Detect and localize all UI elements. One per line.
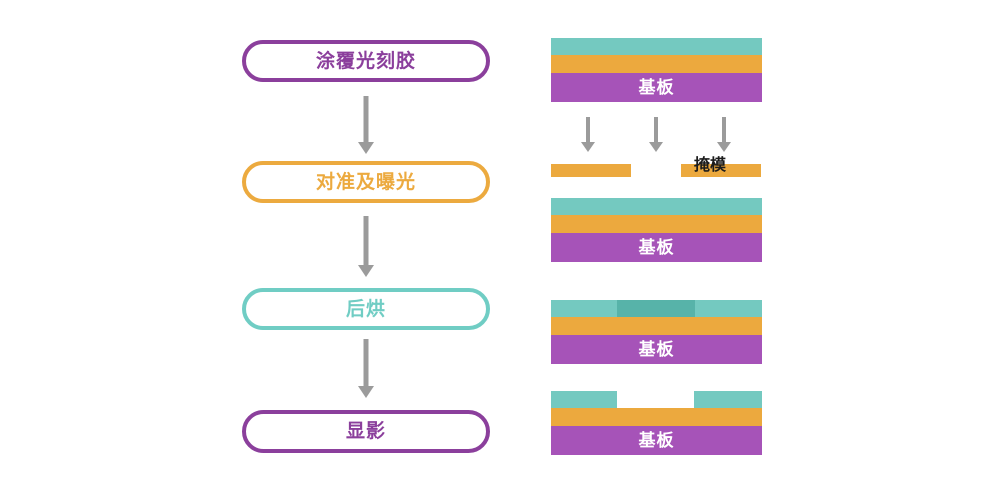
substrate-layer: 基板 (551, 73, 762, 102)
photoresist-segment-right (694, 391, 762, 408)
exposure-arrow-down-icon (716, 117, 731, 152)
film-layer (551, 215, 762, 233)
stack-after-coating: 基板 (551, 38, 762, 102)
film-layer (551, 408, 762, 426)
exposure-arrow-down-icon (580, 117, 595, 152)
flow-step-align-expose: 对准及曝光 (242, 161, 490, 203)
photoresist-layer (551, 198, 762, 215)
stack-after-exposure: 基板 (551, 198, 762, 262)
photoresist-layer (551, 38, 762, 55)
photoresist-segment-left (551, 391, 617, 408)
exposure-arrow-down-icon (648, 117, 663, 152)
mask-bar-right (681, 164, 761, 177)
film-layer (551, 317, 762, 335)
flow-step-coat-photoresist: 涂覆光刻胶 (242, 40, 490, 82)
substrate-label: 基板 (638, 340, 675, 359)
flow-step-label: 涂覆光刻胶 (315, 50, 416, 72)
flow-arrow-down-icon (357, 96, 375, 154)
stack-after-develop: 基板 (551, 391, 762, 455)
flow-step-label: 后烘 (345, 298, 386, 320)
flow-arrow-down-icon (357, 339, 375, 398)
mask-label: 掩模 (694, 157, 727, 174)
flow-step-develop: 显影 (242, 410, 490, 453)
film-layer (551, 55, 762, 73)
exposed-photoresist-region (617, 300, 695, 317)
substrate-layer: 基板 (551, 335, 762, 364)
photoresist-layer (551, 300, 762, 317)
flow-step-label: 显影 (345, 421, 386, 442)
substrate-label: 基板 (638, 238, 675, 257)
mask-bar-left (551, 164, 631, 177)
substrate-layer: 基板 (551, 233, 762, 262)
substrate-layer: 基板 (551, 426, 762, 455)
flow-arrow-down-icon (357, 216, 375, 277)
substrate-label: 基板 (638, 78, 675, 97)
flow-step-post-bake: 后烘 (242, 288, 490, 330)
photoresist-layer (551, 391, 762, 408)
stack-after-post-bake: 基板 (551, 300, 762, 364)
substrate-label: 基板 (638, 431, 675, 450)
flow-step-label: 对准及曝光 (315, 171, 416, 193)
